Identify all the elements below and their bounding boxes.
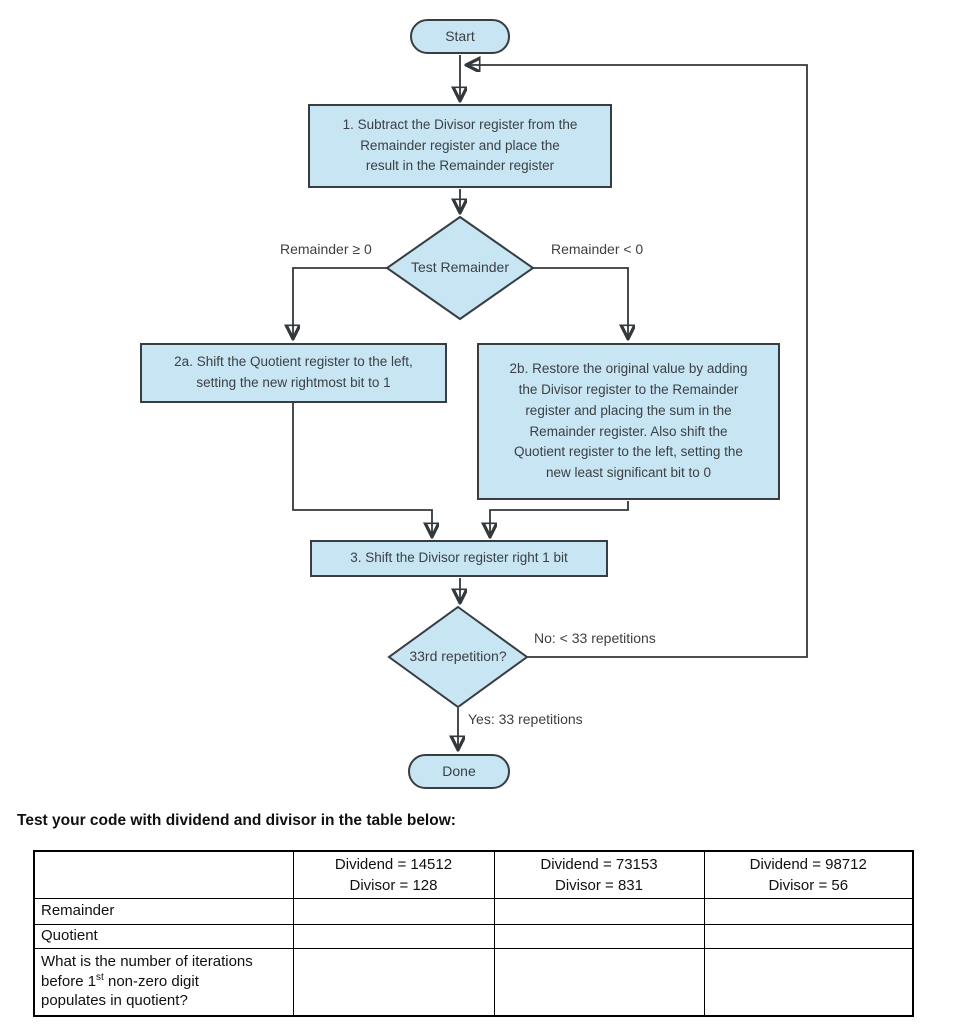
connector-test-to-step2b — [530, 267, 628, 338]
done-label: Done — [442, 762, 476, 779]
answer-cell — [292, 924, 495, 949]
answer-cell — [493, 947, 705, 1017]
row-label-quotient: Quotient — [33, 924, 294, 949]
flowchart-connectors — [0, 55, 808, 840]
instruction-text: Test your code with dividend and divisor… — [17, 812, 456, 829]
table-header-row: Dividend = 14512 Divisor = 128 Dividend … — [33, 850, 914, 899]
column-header-case3: Dividend = 98712 Divisor = 56 — [703, 850, 914, 899]
step1-box: 1. Subtract the Divisor register from th… — [308, 104, 612, 188]
row-label-iterations: What is the number of iterations before … — [33, 947, 294, 1017]
no-branch-label: No: < 33 repetitions — [534, 630, 656, 646]
step3-box: 3. Shift the Divisor register right 1 bi… — [310, 540, 608, 577]
remainder-ge-zero-label: Remainder ≥ 0 — [280, 241, 372, 257]
repetition-check-diamond — [387, 605, 529, 709]
iterations-label-superscript: st — [96, 972, 104, 984]
iterations-label-part1: What is the number of iterations before … — [41, 953, 253, 991]
table-row-remainder: Remainder — [33, 898, 914, 925]
answer-cell — [292, 898, 495, 925]
answer-cell — [703, 898, 914, 925]
test-table: Dividend = 14512 Divisor = 128 Dividend … — [33, 850, 914, 1018]
step3-text: 3. Shift the Divisor register right 1 bi… — [350, 550, 568, 566]
start-node: Start — [410, 19, 510, 54]
column-header-case1: Dividend = 14512 Divisor = 128 — [292, 850, 495, 899]
step2a-box: 2a. Shift the Quotient register to the l… — [140, 343, 447, 403]
answer-cell — [703, 924, 914, 949]
repetition-check-label: 33rd repetition? — [409, 648, 507, 664]
column-header-case2: Dividend = 73153 Divisor = 831 — [493, 850, 705, 899]
yes-branch-label: Yes: 33 repetitions — [468, 711, 583, 727]
connector-loop-back — [467, 65, 808, 658]
done-node: Done — [408, 754, 510, 789]
connector-step2b-to-step3 — [490, 501, 629, 536]
connector-step2a-to-step3 — [292, 403, 432, 536]
step1-text: 1. Subtract the Divisor register from th… — [342, 116, 578, 174]
remainder-lt-zero-label: Remainder < 0 — [551, 241, 644, 257]
table-row-quotient: Quotient — [33, 924, 914, 949]
step2a-text: 2a. Shift the Quotient register to the l… — [174, 354, 413, 390]
column-header-blank — [33, 850, 294, 899]
answer-cell — [292, 947, 495, 1017]
answer-cell — [703, 947, 914, 1017]
test-remainder-diamond — [385, 215, 535, 321]
table-row-iterations: What is the number of iterations before … — [33, 947, 914, 1017]
start-label: Start — [445, 27, 475, 44]
test-remainder-label: Test Remainder — [410, 259, 510, 275]
step2b-box: 2b. Restore the original value by adding… — [477, 343, 780, 500]
iterations-label-part2: non-zero digit populates in quotient? — [41, 973, 199, 1009]
row-label-remainder: Remainder — [33, 898, 294, 925]
answer-cell — [493, 924, 705, 949]
connector-test-to-step2a — [293, 267, 390, 338]
step2b-text: 2b. Restore the original value by adding… — [509, 360, 748, 481]
answer-cell — [493, 898, 705, 925]
